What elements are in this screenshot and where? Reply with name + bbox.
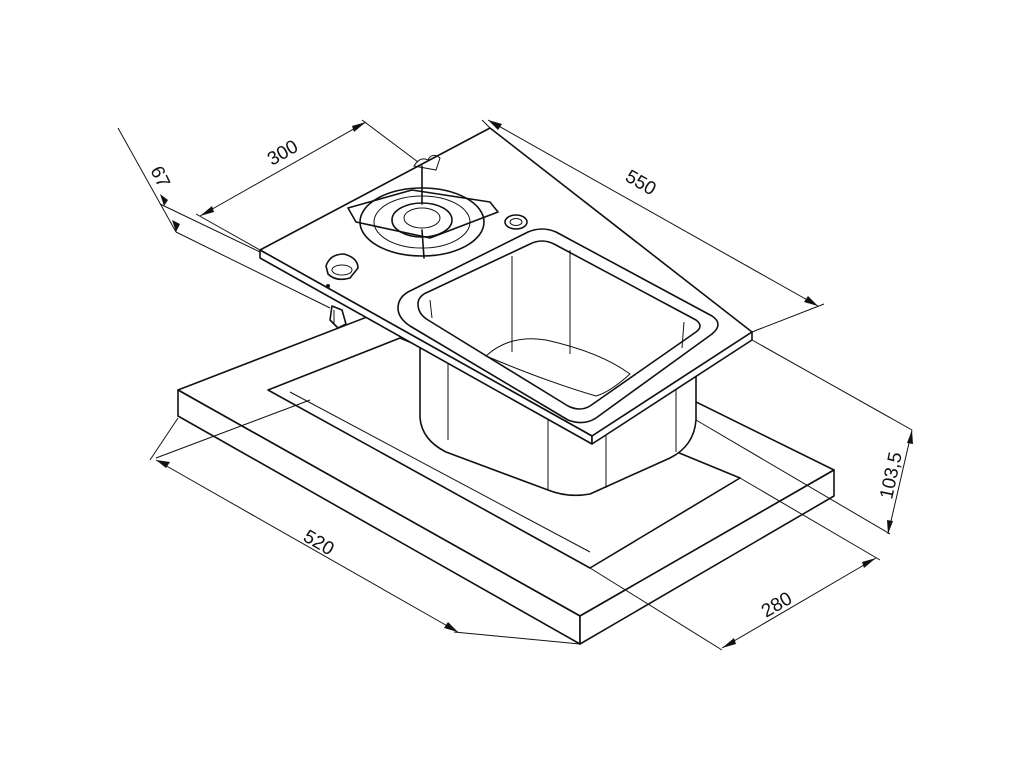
label-520: 520 [300, 526, 338, 560]
countertop-side-face [579, 469, 835, 645]
arrow-67-a [160, 194, 168, 206]
ext-line-1035-b [695, 419, 891, 535]
arrow-300-b [352, 122, 366, 132]
arrow-67-b [172, 220, 180, 232]
ext-line-520-a [149, 417, 179, 461]
basin-floor [485, 338, 631, 397]
arrow-520-b [444, 622, 458, 632]
dim-line-550 [487, 119, 819, 307]
arrow-550-a [488, 120, 502, 130]
ext-line-300-b [361, 119, 419, 163]
knob-indicator-icon [326, 284, 330, 288]
ext-line-520-c [453, 631, 581, 645]
label-280: 280 [758, 588, 796, 622]
label-550: 550 [622, 166, 660, 200]
ext-line-67-a [159, 203, 261, 253]
control-knob [325, 253, 359, 329]
cutout-inner-edge [289, 391, 591, 553]
arrow-1035-b [887, 520, 893, 534]
dim-line-520 [155, 459, 459, 633]
label-67: 67 [146, 163, 174, 191]
arrow-300-a [200, 206, 214, 216]
basin-inner-line-1 [429, 299, 433, 319]
ext-line-280-b [739, 477, 881, 561]
dim-line-300 [199, 121, 367, 217]
ext-line-280-a [589, 567, 723, 651]
drain-hole-inner [509, 218, 523, 226]
ext-line-550-b [751, 303, 825, 333]
arrow-520-a [156, 460, 170, 468]
ext-line-67-b [175, 231, 331, 309]
ext-line-300-a [195, 213, 261, 251]
dim-line-1035 [887, 429, 913, 535]
gas-connector-icon [329, 305, 347, 329]
flame-logo-icon [413, 154, 441, 171]
arrow-1035-a [907, 430, 913, 444]
knob-base [331, 264, 353, 276]
arrow-280-a [722, 638, 736, 648]
arrow-550-b [804, 296, 818, 306]
gas-burner [347, 154, 499, 259]
dimension-lines [117, 119, 913, 651]
ext-line-550-a [481, 119, 491, 129]
burner-center [403, 207, 441, 229]
arrow-280-b [862, 558, 876, 568]
pan-support [347, 189, 499, 239]
dim-line-67 [117, 127, 177, 233]
label-300: 300 [264, 136, 302, 170]
ext-line-1035-a [751, 339, 913, 431]
ext-line-520-b [155, 399, 311, 459]
pan-support-arm-2 [421, 229, 425, 259]
basin-inner-line-4 [681, 321, 685, 349]
label-1035: 103,5 [876, 450, 906, 501]
dim-line-280 [721, 557, 877, 649]
sink-opening [417, 240, 701, 410]
drain-hole [504, 214, 528, 230]
